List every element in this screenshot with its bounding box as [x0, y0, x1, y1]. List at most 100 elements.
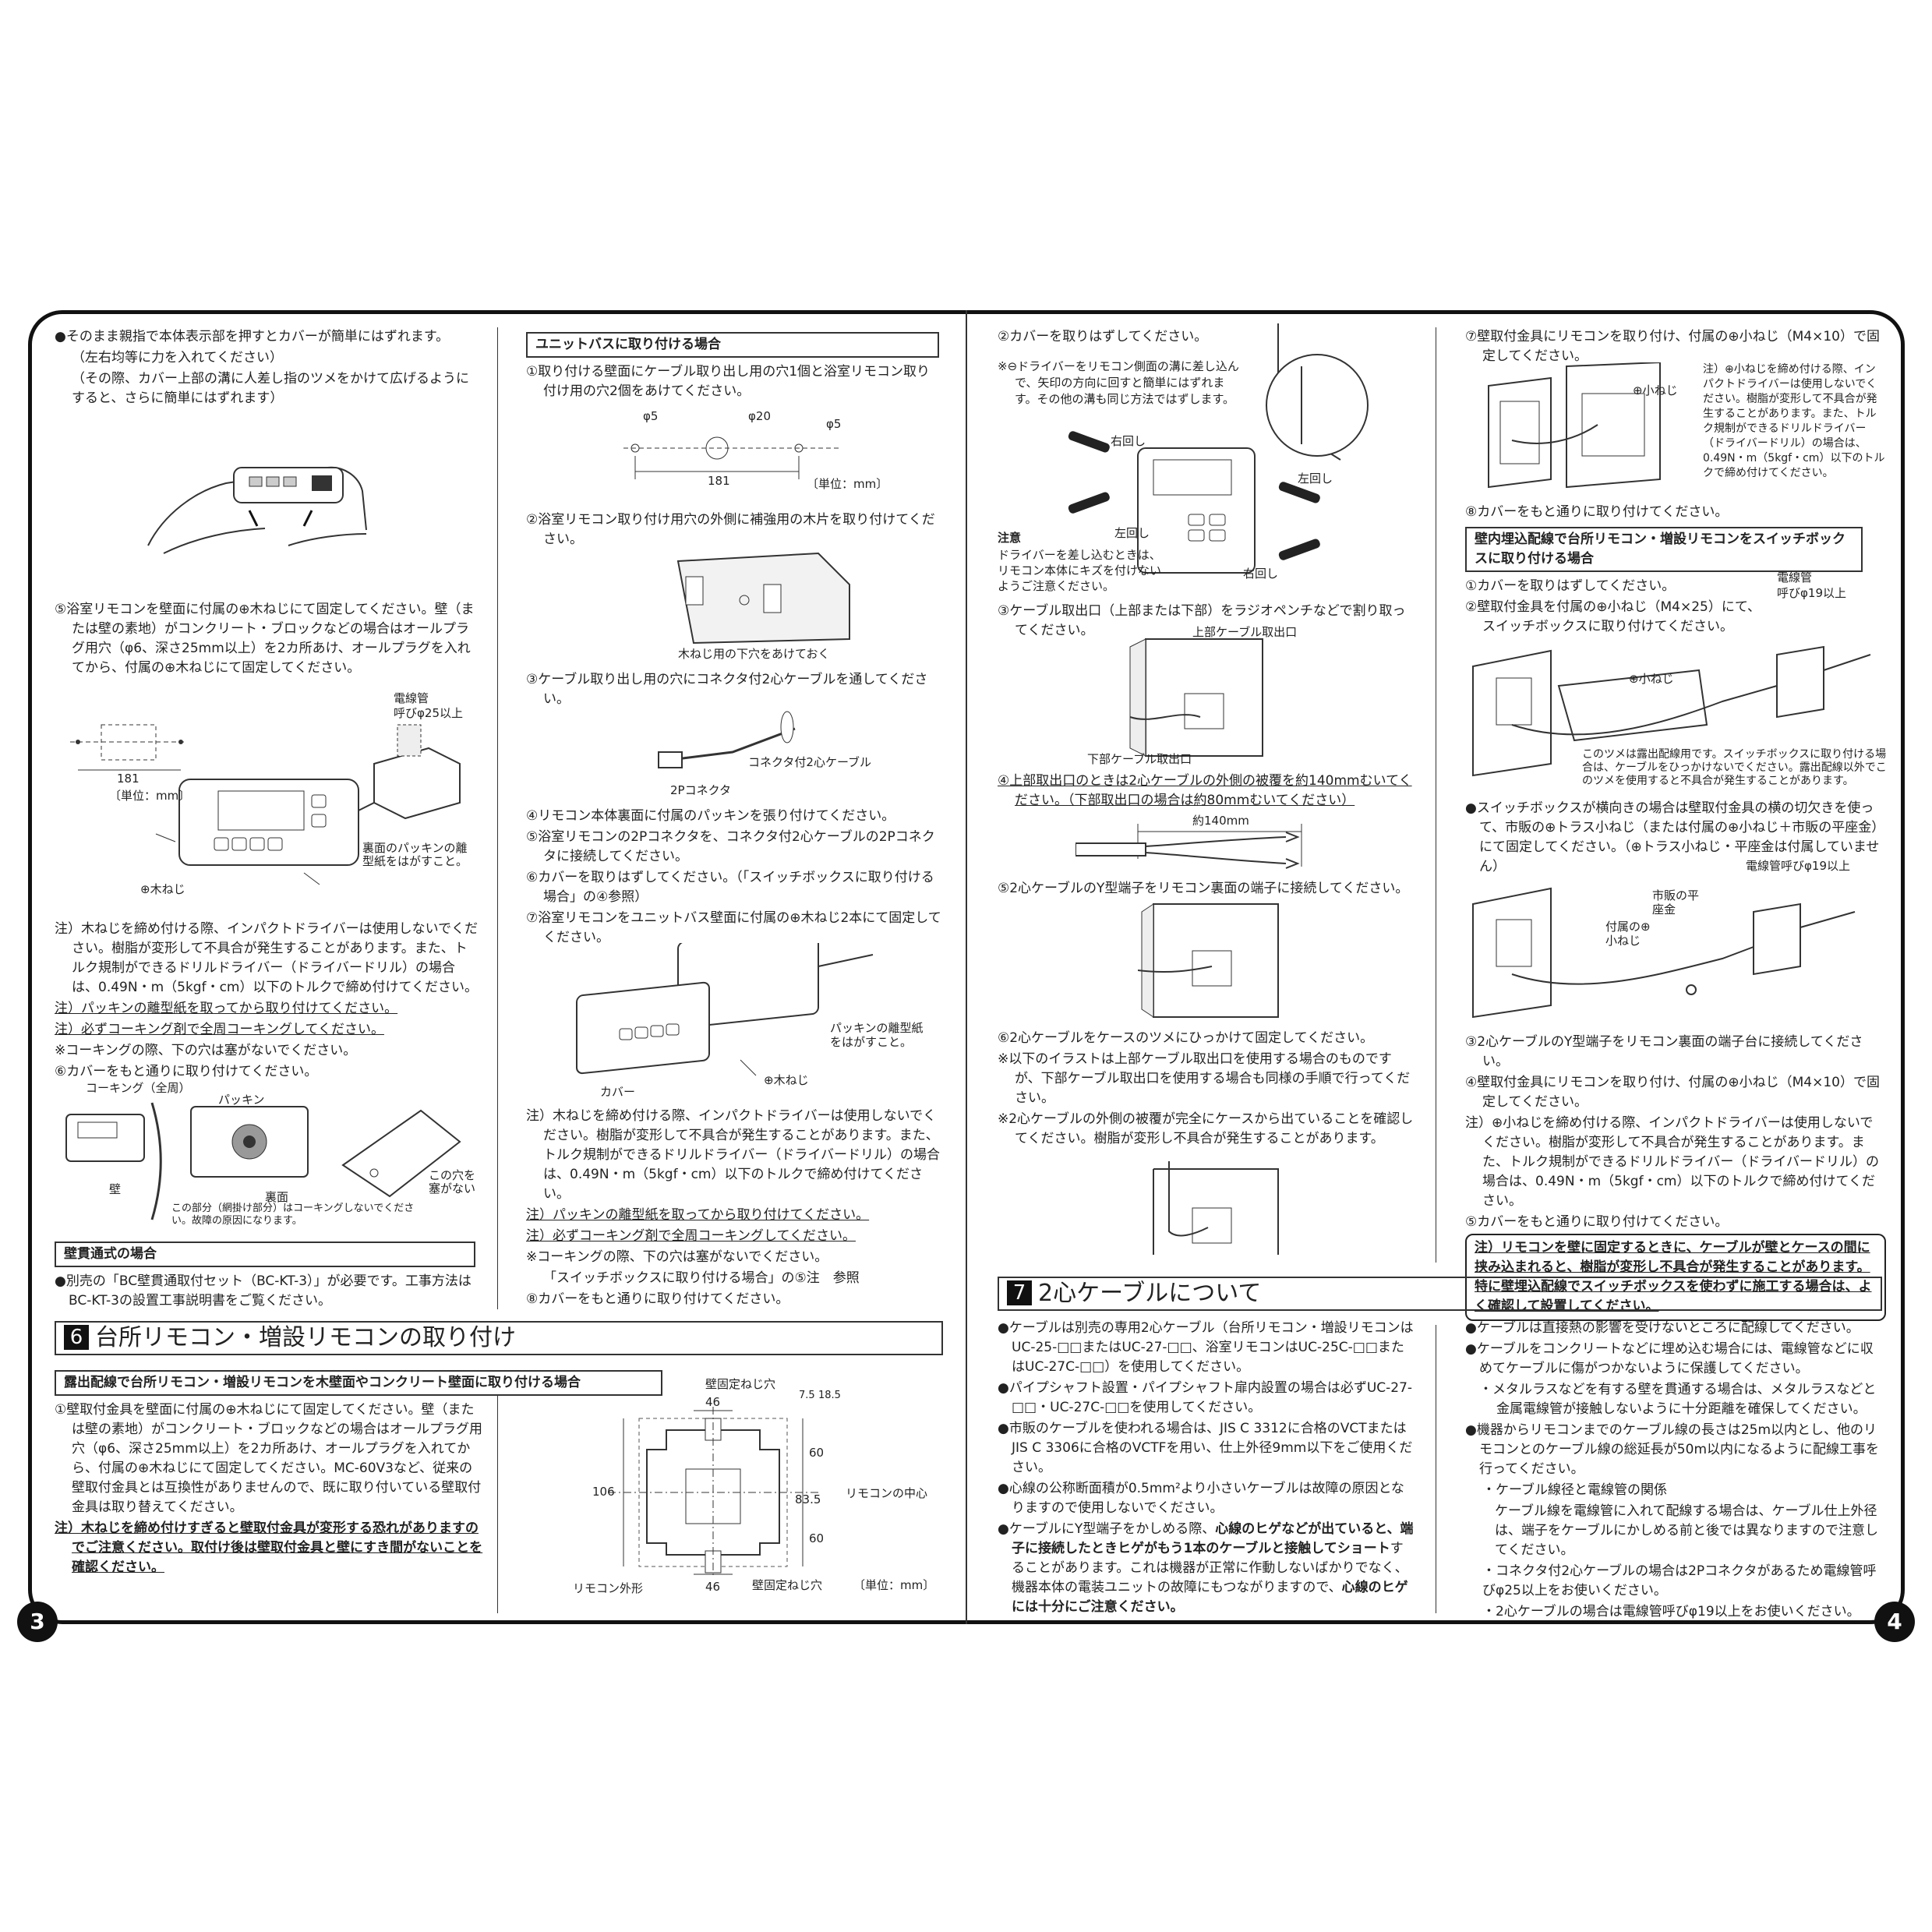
label-caulking-all: コーキング（全周）	[86, 1081, 191, 1095]
column-4: ⑦壁取付金具にリモコンを取り付け、付属の⊕小ねじ（M4×10）で固定してください…	[1465, 327, 1886, 368]
label-cover: カバー	[600, 1085, 636, 1099]
label-181-b: 181	[708, 474, 730, 488]
step-5-connect: ⑤浴室リモコンの2Pコネクタを、コネクタ付2心ケーブルの2Pコネクタに接続してく…	[526, 829, 935, 864]
section-7-left: ●ケーブルは別売の専用2心ケーブル（台所リモコン・増設リモコンはUC-25-□□…	[998, 1319, 1415, 1619]
wall-through-text: ●別売の「BC壁貫通取付セット（BC-KT-3）」が必要です。工事方法はBC-K…	[55, 1273, 472, 1309]
label-conduit-b: 電線管	[1777, 570, 1813, 585]
label-bottom-outlet: 下部ケーブル取出口	[1087, 752, 1192, 766]
label-2p-connector: 2Pコネクタ	[670, 783, 731, 797]
heading-switch-box: 壁内埋込配線で台所リモコン・増設リモコンをスイッチボックスに取り付ける場合	[1465, 527, 1863, 572]
bullet-cover-sub2: （その際、カバー上部の溝に人差し指のツメをかけて広げるようにすると、さらに簡単に…	[72, 371, 469, 406]
label-screw-note: 注）⊕小ねじを締め付ける際、インパクトドライバーは使用しないでください。樹脂が変…	[1703, 363, 1885, 479]
note-bottom-hole: ※コーキングの際、下の穴は塞がないでください。	[55, 1043, 357, 1058]
label-packing-small: パッキン	[218, 1093, 265, 1107]
label-back: 裏面	[265, 1190, 289, 1204]
step-3-cable: ③ケーブル取り出し用の穴にコネクタ付2心ケーブルを通してください。	[526, 672, 928, 707]
label-right-turn-2: 右回し	[1243, 567, 1279, 581]
step-3-outlet: ③ケーブル取出口（上部または下部）をラジオペンチなどで割り取ってください。	[998, 603, 1406, 638]
note-release-paper: 注）パッキンの離型紙を取ってから取り付けてください。	[55, 1001, 398, 1016]
column-3-caution: 注意 ドライバーを差し込むときは、リモコン本体にキズを付けないようご注意ください…	[998, 530, 1161, 595]
label-pilot-hole: 木ねじ用の下穴をあけておく	[678, 647, 830, 661]
note-sheath: ※2心ケーブルの外側の被覆が完全にケースから出ていることを確認してください。樹脂…	[998, 1111, 1414, 1146]
label-screw-hole-bottom: 壁固定ねじ穴	[752, 1578, 823, 1592]
figure-caulking: コーキング（全周） パッキン 壁 裏面 この部分（網掛け部分）はコーキングしない…	[55, 1079, 479, 1235]
cable-spec-2: ●パイプシャフト設置・パイプシャフト扉内設置の場合は必ずUC-27-□□・UC-…	[998, 1380, 1413, 1415]
step-1-holes: ①取り付ける壁面にケーブル取り出し用の穴1個と浴室リモコン取り付け用の穴2個をあ…	[526, 364, 931, 399]
cable-spec-3: ●市販のケーブルを使われる場合は、JIS C 3312に合格のVCTまたはJIS…	[998, 1421, 1413, 1475]
bullet-horizontal-box: ●スイッチボックスが横向きの場合は壁取付金具の横の切欠きを使って、市販の⊕トラス…	[1465, 800, 1885, 874]
label-46-bottom: 46	[705, 1580, 721, 1594]
col-divider-left	[497, 327, 498, 1309]
cable-spec-5b: 心線のヒゲなどが出ていると、端子に接続したときヒゲがもう1本のケーブルと接触して…	[1012, 1521, 1414, 1556]
label-packing: 裏面のパッキンの離型紙をはがすこと。	[362, 841, 468, 868]
section-7-badge: 7	[1007, 1280, 1032, 1305]
figure-cable-outlet: 上部ケーブル取出口 下部ケーブル取出口	[1083, 623, 1340, 768]
label-attached-screw: 付属の⊕小ねじ	[1605, 920, 1651, 948]
caution-title: 注意	[998, 531, 1022, 545]
label-unit-c: 〔単位：mm〕	[853, 1578, 935, 1592]
column-3-step3: ③ケーブル取出口（上部または下部）をラジオペンチなどで割り取ってください。	[998, 602, 1415, 642]
section-7-title: 2心ケーブルについて	[1038, 1280, 1262, 1307]
cable-rule-7: ・コネクタ付2心ケーブルの場合は2Pコネクタがあるため電線管呼びφ25以上をお使…	[1482, 1563, 1877, 1598]
heading-unit-bath: ユニットバスに取り付ける場合	[526, 332, 939, 358]
section-6-body: 露出配線で台所リモコン・増設リモコンを木壁面やコンクリート壁面に取り付ける場合 …	[55, 1365, 662, 1579]
column-3: ②カバーを取りはずしてください。	[998, 327, 1415, 348]
label-181: 181	[117, 772, 140, 786]
switch-step-2: ②壁取付金具を付属の⊕小ねじ（M4×25）にて、スイッチボックスに取り付けてくだ…	[1465, 599, 1761, 634]
step-6-cover: ⑥カバーをもと通りに取り付けてください。	[55, 1064, 318, 1079]
cable-rule-3: ・メタルラスなどを有する壁を貫通する場合は、メタルラスなどと金属電線管が接触しな…	[1479, 1382, 1877, 1417]
note-caulking-b: 注）必ずコーキング剤で全周コーキングしてください。	[526, 1228, 856, 1244]
bullet-cover: ●そのまま親指で本体表示部を押すとカバーが簡単にはずれます。	[55, 329, 450, 344]
label-wall: 壁	[109, 1182, 122, 1196]
figure-washer: 電線管呼びφ19以上 市販の平座金 付属の⊕小ねじ	[1465, 857, 1886, 1029]
step-7-fix: ⑦浴室リモコンをユニットバス壁面に付属の⊕木ねじ2本にて固定してください。	[526, 910, 941, 945]
label-washer: 市販の平座金	[1652, 888, 1700, 917]
label-conduit: 電線管	[394, 691, 429, 705]
column-2-steps: ④リモコン本体裏面に付属のパッキンを張り付けてください。 ⑤浴室リモコンの2Pコ…	[526, 807, 943, 949]
switch-note: 注）⊕小ねじを締め付ける際、インパクトドライバーは使用しないでください。樹脂が変…	[1465, 1115, 1879, 1209]
bullet-cover-sub1: （左右均等に力を入れてください）	[72, 350, 283, 366]
step-6-tab: ⑥2心ケーブルをケースのツメにひっかけて固定してください。	[998, 1030, 1374, 1046]
label-left-turn-2: 左回し	[1114, 526, 1150, 540]
label-screw-hole-top: 壁固定ねじ穴	[705, 1377, 776, 1391]
column-3-driver-note: ※⊖ドライバーをリモコン側面の溝に差し込んで、矢印の方向に回すと簡単にはずれます…	[998, 358, 1239, 409]
figure-switch-box: 電線管 呼びφ19以上 ⊕小ねじ このツメは露出配線用です。スイッチボックスに取…	[1465, 569, 1887, 795]
cable-spec-5: ●ケーブルにY型端子をかしめる際、心線のヒゲなどが出ていると、端子に接続したとき…	[998, 1520, 1415, 1617]
column-2: ユニットバスに取り付ける場合 ①取り付ける壁面にケーブル取り出し用の穴1個と浴室…	[526, 327, 943, 403]
cable-rule-5: ・ケーブル線径と電線管の関係	[1482, 1482, 1667, 1498]
section-7-right: ●ケーブルは直接熱の影響を受けないところに配線してください。 ●ケーブルをコンク…	[1465, 1319, 1882, 1623]
figure-unit-bath-mount: パッキンの離型紙をはがすこと。 ⊕木ねじ カバー	[561, 927, 935, 1099]
label-small-screw-b: ⊕小ねじ	[1629, 672, 1674, 686]
figure-strip-length: 約140mm	[1075, 812, 1356, 874]
label-60-top: 60	[809, 1446, 825, 1460]
section-6-title: 台所リモコン・増設リモコンの取り付け	[95, 1324, 516, 1351]
label-connector-cable: コネクタ付2心ケーブル	[748, 755, 872, 769]
label-packing-release: パッキンの離型紙をはがすこと。	[830, 1021, 924, 1049]
step-4-strip: ④上部取出口のときは2心ケーブルの外側の被覆を約140mmむいてください。（下部…	[998, 773, 1412, 808]
label-unit-b: 〔単位：mm〕	[807, 477, 888, 491]
step-2-remove-cover: ②カバーを取りはずしてください。	[998, 329, 1208, 344]
figure-cover-screwdriver: 右回し 左回し 左回し 右回し	[1044, 320, 1418, 585]
label-remote-outline: リモコン外形	[573, 1581, 644, 1595]
label-left-turn-top: 左回し	[1298, 472, 1333, 486]
column-1-notes: 注）木ねじを締め付ける際、インパクトドライバーは使用しないでください。樹脂が変形…	[55, 920, 479, 1083]
column-2-step2: ②浴室リモコン取り付け用穴の外側に補強用の木片を取り付けてください。	[526, 510, 943, 551]
note-bottom-hole-b: ※コーキングの際、下の穴は塞がないでください。	[526, 1249, 828, 1265]
column-3-step6: ⑥2心ケーブルをケースのツメにひっかけて固定してください。 ※以下のイラストは上…	[998, 1029, 1415, 1150]
label-phi20: φ20	[748, 409, 771, 423]
cable-spec-5d: 心線のヒゲには十分にご注意ください。	[1012, 1580, 1408, 1615]
cable-spec-5a: ●ケーブルにY型端子をかしめる際、	[998, 1521, 1216, 1537]
label-wood-screw-b: ⊕木ねじ	[764, 1073, 809, 1087]
column-2-notes: 注）木ねじを締め付ける際、インパクトドライバーは使用しないでください。樹脂が変形…	[526, 1107, 943, 1311]
column-3-step4: ④上部取出口のときは2心ケーブルの外側の被覆を約140mmむいてください。（下部…	[998, 772, 1415, 812]
label-right-turn-1: 右回し	[1111, 434, 1146, 448]
label-top-outlet: 上部ケーブル取出口	[1192, 625, 1298, 639]
step-4-packing: ④リモコン本体裏面に付属のパッキンを張り付けてください。	[526, 808, 895, 824]
column-2-step3: ③ケーブル取り出し用の穴にコネクタ付2心ケーブルを通してください。	[526, 670, 943, 711]
step-5-bath: ⑤浴室リモコンを壁面に付属の⊕木ねじにて固定してください。壁（または壁の素地）が…	[55, 602, 475, 676]
note-screwdriver: ※⊖ドライバーをリモコン側面の溝に差し込んで、矢印の方向に回すと簡単にはずれます…	[998, 359, 1239, 406]
label-46-top: 46	[705, 1395, 721, 1409]
label-conduit-size-b: 呼びφ19以上	[1777, 586, 1846, 600]
label-small-screw: ⊕小ねじ	[1633, 383, 1678, 397]
